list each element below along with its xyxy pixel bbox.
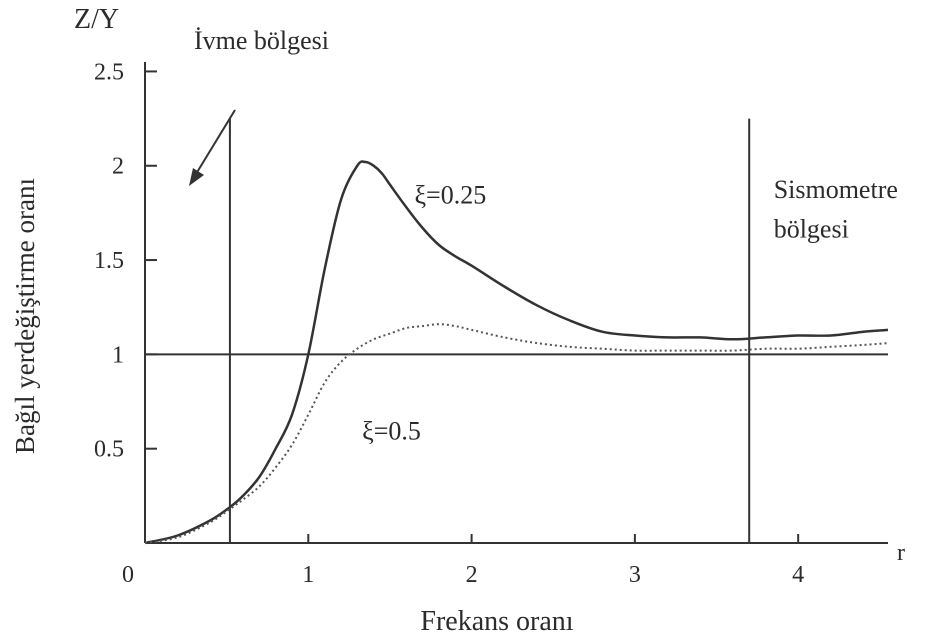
y-tick-label: 1 bbox=[112, 342, 124, 368]
series-line-1 bbox=[144, 160, 889, 545]
annotation-label: İvme bölgesi bbox=[194, 26, 329, 55]
series-layer bbox=[144, 160, 889, 545]
arrow-annotation bbox=[189, 109, 236, 186]
y-tick-label: 1.5 bbox=[94, 248, 124, 274]
annotation-label: Sismometre bbox=[774, 175, 898, 204]
x-axis-end-label: r bbox=[897, 540, 905, 566]
annotation-label: ξ=0.5 bbox=[362, 416, 421, 445]
axes bbox=[144, 62, 888, 544]
annotations: İvme bölgesi ξ=0.25 ξ=0.5 Sismometre bölgesi bbox=[194, 26, 898, 445]
y-tick-label: 2.5 bbox=[94, 59, 124, 85]
series-line-2 bbox=[144, 323, 889, 544]
y-axis-label: Bağıl yerdeğiştirme oranı bbox=[10, 178, 40, 454]
y-tick-label: 0.5 bbox=[94, 437, 124, 463]
x-tick-label: 1 bbox=[302, 562, 314, 588]
reference-lines bbox=[145, 118, 888, 543]
y-axis-top-label: Z/Y bbox=[74, 4, 119, 35]
y-tick-label: 2 bbox=[112, 154, 124, 180]
x-tick-label: 0 bbox=[122, 562, 134, 588]
ticks: 0 1 2 3 4 0.5 1 1.5 2 2.5 bbox=[94, 59, 804, 588]
x-axis-label: Frekans oranı bbox=[420, 606, 573, 637]
annotation-label: ξ=0.25 bbox=[414, 180, 486, 209]
arrow-head bbox=[189, 168, 204, 186]
x-tick-label: 2 bbox=[466, 562, 478, 588]
x-tick-label: 3 bbox=[629, 562, 641, 588]
x-tick-label: 4 bbox=[792, 562, 804, 588]
annotation-label: bölgesi bbox=[774, 214, 849, 243]
arrow-line bbox=[195, 109, 236, 175]
